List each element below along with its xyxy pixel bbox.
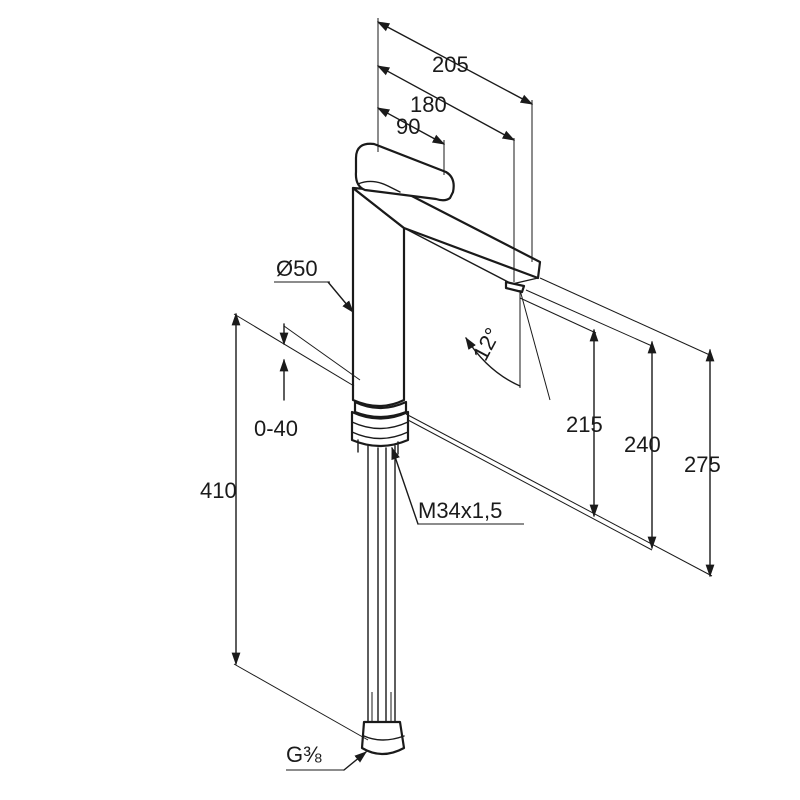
dim-diameter: Ø50 <box>276 256 318 281</box>
dim-adjust-range: 0-40 <box>254 416 298 441</box>
dim-width-180: 180 <box>410 92 447 117</box>
dim-connection: G⅜ <box>286 742 322 767</box>
dim-width-205: 205 <box>432 52 469 77</box>
dim-thread: M34x1,5 <box>418 498 502 523</box>
faucet-body <box>350 142 542 756</box>
dim-angle: 12° <box>468 324 506 365</box>
dimension-lines <box>231 18 715 771</box>
dim-width-90: 90 <box>396 114 420 139</box>
dim-height-410: 410 <box>200 478 237 503</box>
dim-height-275: 275 <box>684 452 721 477</box>
dim-height-215: 215 <box>566 412 603 437</box>
dim-height-240: 240 <box>624 432 661 457</box>
